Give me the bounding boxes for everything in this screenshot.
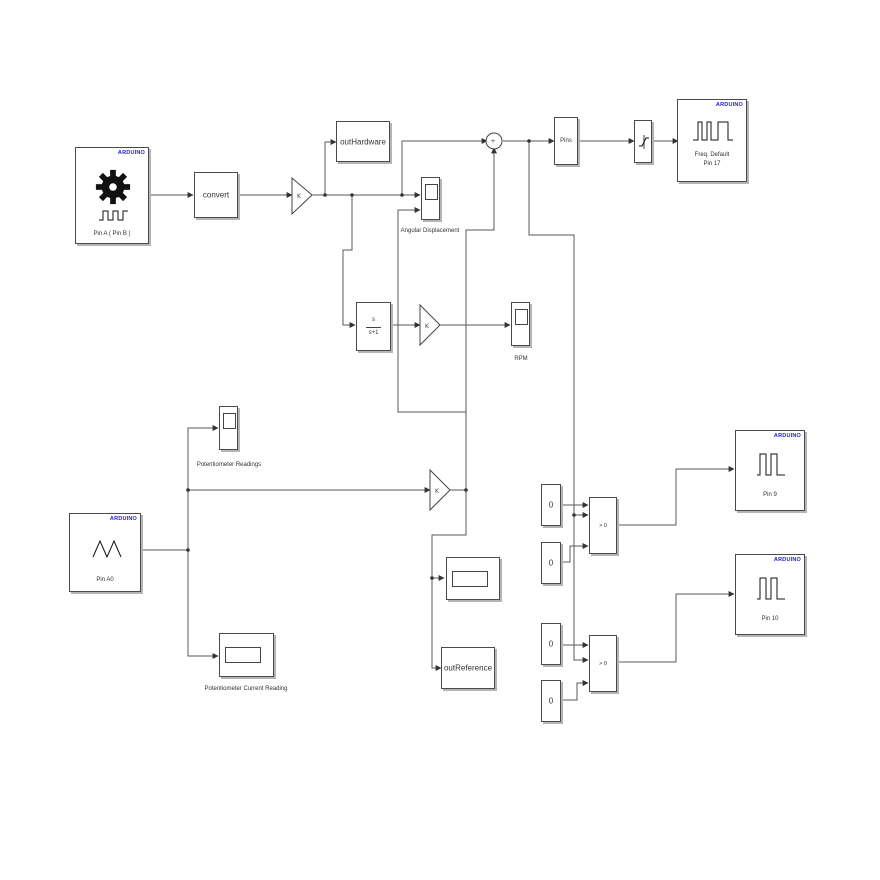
display-readout-icon [452,571,488,587]
wire-sw2-pin10 [617,591,735,663]
wire-ref-to-scope2 [397,207,467,490]
switch-block-2[interactable]: > 0 [589,635,617,692]
constant-value: 0 [548,639,554,649]
pwm-freq-label: Freq. Default [694,152,730,158]
wire-to-derivative [342,195,356,328]
tf-denominator: s+1 [368,330,379,336]
wire-to-pot-display [187,550,219,659]
out-reference-label: outReference [443,663,493,673]
constant-block-3[interactable]: 0 [541,623,561,665]
brand-label: ARDUINO [109,516,137,522]
encoder-input-block[interactable]: ARDUINO Pin A ( Pin B ) [75,147,149,244]
scope-screen-icon [425,184,438,200]
wire-const2-sw1 [561,543,589,563]
analog-pin-label: Pin A0 [96,577,114,583]
brand-label: ARDUINO [117,150,145,156]
reference-display-block[interactable] [446,557,500,600]
analog-input-block[interactable]: ARDUINO Pin A0 [69,513,141,592]
out-reference-block[interactable]: outReference [441,647,495,689]
encoder-pin-label: Pin A ( Pin B ) [93,231,131,237]
wire-ref-to-sum [465,147,497,490]
angular-scope-caption: Angular Displacement [400,228,460,234]
angular-scope-block[interactable] [421,177,440,220]
triangle-wave-icon [92,539,122,559]
scope-screen-icon [223,413,236,429]
scope-screen-icon [515,309,528,325]
saturation-block[interactable] [634,120,652,163]
brand-label: ARDUINO [773,557,801,563]
pwm-wave-icon [757,453,785,476]
switch-threshold-label: > 0 [599,522,607,529]
pot-scope-caption: Potentiometer Readings [196,462,262,468]
pin9-output-block[interactable]: ARDUINO Pin 9 [735,430,805,511]
out-hardware-block[interactable]: outHardware [336,121,390,162]
wire-to-outref [431,578,442,671]
wire-to-switch2-control [573,515,589,663]
convert-block[interactable]: convert [194,172,238,218]
display-readout-icon [225,647,261,663]
transfer-function-block[interactable]: s s+1 [356,302,391,351]
constant-block-2[interactable]: 0 [541,542,561,584]
wire-to-pot-scope [187,425,219,550]
rpm-scope-caption: RPM [514,356,528,362]
pot-display-caption: Potentiometer Current Reading [204,686,288,692]
pwm-pin-label: Pin 17 [703,161,721,167]
constant-value: 0 [548,558,554,568]
tf-numerator: s [372,317,375,323]
pin10-output-block[interactable]: ARDUINO Pin 10 [735,554,805,635]
switch-block-1[interactable]: > 0 [589,497,617,554]
pwm-output-block[interactable]: ARDUINO Freq. Default Pin 17 [677,99,747,182]
wire-to-outhardware [324,139,337,195]
pid-label: Pins [560,138,572,144]
fraction-line [366,326,381,328]
sum-junction[interactable]: + [485,132,503,150]
saturation-icon [639,135,649,149]
wire-const4-sw2 [561,680,589,701]
constant-value: 0 [548,696,554,706]
pid-controller-block[interactable]: Pins [554,117,578,165]
svg-text:K: K [435,488,440,495]
svg-text:K: K [297,193,302,200]
wire-to-switch-control [528,141,589,518]
constant-block-4[interactable]: 0 [541,680,561,722]
gain-block-3[interactable]: K [429,468,451,512]
switch-threshold-label: > 0 [599,660,607,667]
gear-icon [95,169,131,205]
wire-gain3-to-display [431,490,467,581]
wire-to-sum-feedback [401,138,488,195]
convert-label: convert [202,190,230,200]
out-hardware-label: outHardware [340,137,386,146]
svg-text:K: K [425,323,430,330]
pwm-wave-icon [757,577,785,600]
pin10-label: Pin 10 [761,616,779,622]
pot-display-block[interactable] [219,633,274,677]
svg-text:+: + [491,138,496,145]
constant-block-1[interactable]: 0 [541,484,561,526]
brand-label: ARDUINO [715,102,743,108]
rpm-scope-block[interactable] [511,302,530,346]
gain-block-2[interactable]: K [419,303,441,347]
brand-label: ARDUINO [773,433,801,439]
gain-block-1[interactable]: K [291,176,313,216]
pin9-label: Pin 9 [763,492,777,498]
pwm-wave-icon [693,121,733,141]
constant-value: 0 [548,500,554,510]
pot-scope-block[interactable] [219,406,238,450]
pulse-wave-icon [99,210,128,221]
wire-sw1-pin9 [617,466,735,526]
